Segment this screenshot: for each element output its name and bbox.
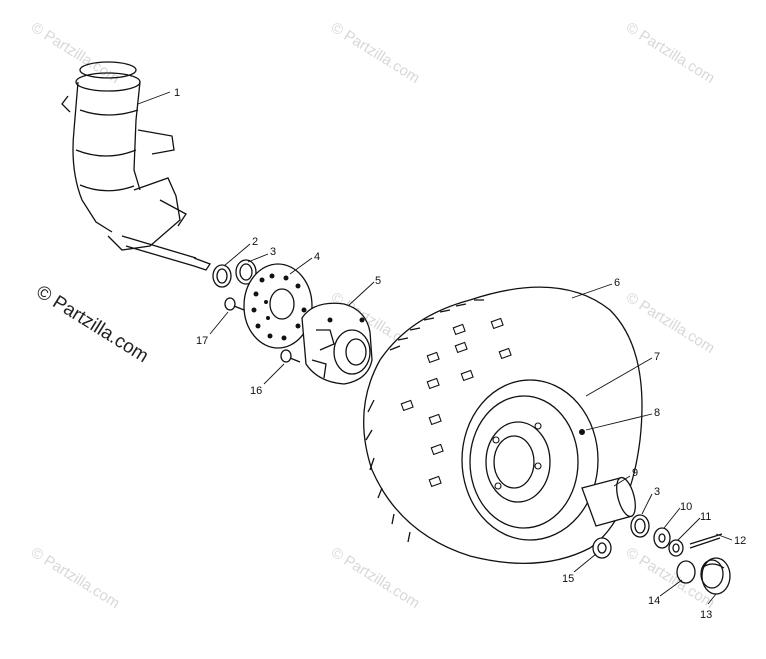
callout-15: 15 — [562, 573, 574, 585]
watermark-text: © Partzilla.com — [28, 544, 123, 612]
callout-14: 14 — [648, 595, 660, 607]
watermark-text: © Partzilla.com — [623, 289, 718, 357]
side-watermark-text: © Partzilla.com — [32, 281, 152, 367]
watermark-text: © Partzilla.com — [328, 544, 423, 612]
part-brake-disc — [243, 263, 313, 349]
watermark-text: © Partzilla.com — [328, 19, 423, 87]
part-bolt-16 — [280, 349, 301, 363]
part-bolt-17 — [224, 297, 245, 311]
callout-17: 17 — [196, 335, 208, 347]
callout-3: 3 — [270, 246, 276, 258]
part-o-ring — [676, 560, 696, 584]
watermark-text: © Partzilla.com — [623, 19, 718, 87]
part-wheel-hub — [301, 302, 373, 385]
part-castle-nut — [668, 539, 684, 557]
part-steering-knuckle — [61, 61, 211, 271]
callout-16: 16 — [250, 385, 262, 397]
callout-9: 9 — [632, 467, 638, 479]
part-bearing-inner — [212, 264, 232, 288]
part-valve-stem — [579, 429, 585, 435]
part-cotter-pin — [689, 533, 723, 549]
part-bearing-outer — [235, 259, 257, 285]
callout-6: 6 — [614, 277, 620, 289]
callout-labels: 1 2 3 4 5 6 7 8 9 3 10 11 12 13 14 15 16… — [174, 87, 746, 621]
callout-13: 13 — [700, 609, 712, 621]
part-dust-cap — [700, 557, 731, 595]
callout-11: 11 — [700, 511, 711, 523]
part-washer — [653, 527, 671, 549]
part-bearing-outer-2 — [630, 514, 650, 538]
callout-7: 7 — [654, 351, 660, 363]
part-spacer-sleeve — [581, 476, 636, 527]
callout-1: 1 — [174, 87, 180, 99]
part-wheel-rim — [461, 379, 599, 541]
callout-12: 12 — [734, 535, 746, 547]
callout-10: 10 — [680, 501, 692, 513]
part-lug-nut — [592, 537, 612, 559]
watermark-text: © Partzilla.com — [28, 19, 123, 87]
callout-2: 2 — [252, 236, 258, 248]
callout-3-lower: 3 — [654, 486, 660, 498]
callout-5: 5 — [375, 275, 381, 287]
leader-lines — [137, 91, 733, 605]
callout-4: 4 — [314, 251, 320, 263]
callout-8: 8 — [654, 407, 660, 419]
